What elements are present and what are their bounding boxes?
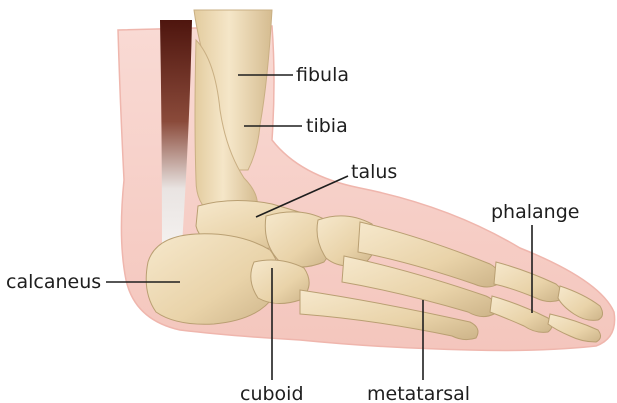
label-cuboid: cuboid: [240, 385, 304, 403]
label-tibia: tibia: [306, 117, 348, 136]
label-fibula: fibula: [296, 66, 349, 85]
label-talus: talus: [351, 163, 397, 182]
label-metatarsal: metatarsal: [367, 385, 470, 403]
label-phalange: phalange: [491, 203, 579, 222]
label-calcaneus: calcaneus: [6, 273, 101, 292]
